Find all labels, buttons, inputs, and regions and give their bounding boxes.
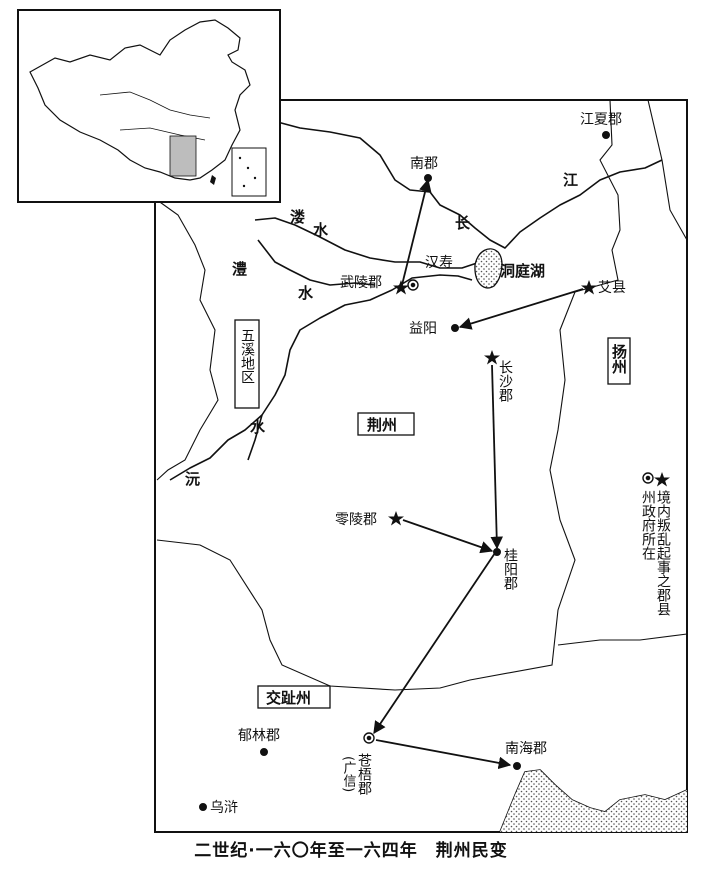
aixian-star-icon xyxy=(581,280,597,295)
legend-capital-text: 州政府所在 xyxy=(640,490,656,560)
label-changsha: 长沙郡 xyxy=(497,360,513,402)
label-jingzhou: 荆州 xyxy=(367,416,397,434)
arrow-changsha-to-guiyang xyxy=(490,364,503,550)
rivers xyxy=(169,119,688,833)
label-jiang: 江 xyxy=(563,171,578,189)
lingling-star-icon xyxy=(388,511,404,526)
label-aixian: 艾县 xyxy=(598,280,626,296)
arrow-cangwu-to-nanhai xyxy=(375,739,512,770)
label-cangwu-note: (广信) xyxy=(341,756,357,792)
arrow-guiyang-to-cangwu xyxy=(373,552,496,735)
map-caption: 二世纪·一六〇年至一六四年 荆州民变 xyxy=(194,841,508,861)
arrow-aixian-to-yiyang xyxy=(458,288,584,330)
inset-china-map xyxy=(17,9,281,203)
place-symbols xyxy=(199,131,654,811)
label-yangzhou: 扬州 xyxy=(610,343,628,375)
label-dongting: 洞庭湖 xyxy=(500,262,545,280)
yangzhou-box xyxy=(607,337,631,385)
jingzhou-box xyxy=(357,412,415,436)
inset-highlight xyxy=(169,135,197,177)
nanjun-dot xyxy=(424,174,432,182)
label-yulin: 郁林郡 xyxy=(238,728,280,744)
coast-shading xyxy=(500,770,687,832)
jiangxia-dot xyxy=(602,131,610,139)
nanhai-dot xyxy=(513,762,521,770)
guiyang-dot xyxy=(493,548,501,556)
label-nanjun: 南郡 xyxy=(410,156,438,172)
wuxi-box xyxy=(234,319,260,409)
rebellion-arrows xyxy=(373,178,584,770)
label-yuan-1: 沅 xyxy=(185,470,200,488)
dongting-lake xyxy=(474,248,503,289)
map-frame xyxy=(154,99,688,833)
province-boundaries xyxy=(156,99,688,691)
yiyang-dot xyxy=(451,324,459,332)
label-jiaozhi: 交趾州 xyxy=(266,689,311,707)
arrow-lingling-to-guiyang xyxy=(402,519,494,554)
label-li-1: 澧 xyxy=(232,260,247,278)
label-yuan-2: 水 xyxy=(250,418,266,436)
label-yiyang: 益阳 xyxy=(409,321,437,337)
label-hanshou: 汉寿 xyxy=(425,254,453,271)
yulin-dot xyxy=(260,748,268,756)
changsha-star-icon xyxy=(484,350,500,365)
label-wuling: 武陵郡 xyxy=(340,275,382,291)
label-lou-1: 溇 xyxy=(290,208,305,226)
label-wuhu: 乌浒 xyxy=(210,800,238,816)
legend-rebellion-text: 境内叛乱起事之郡县 xyxy=(655,490,671,616)
label-guiyang: 桂阳郡 xyxy=(502,548,518,590)
label-cangwu: 苍梧郡 xyxy=(356,753,372,795)
label-lou-2: 水 xyxy=(313,221,329,239)
wuhu-dot xyxy=(199,803,207,811)
wuling-star-icon xyxy=(393,280,409,295)
label-li-2: 水 xyxy=(298,284,314,302)
label-lingling: 零陵郡 xyxy=(335,512,377,528)
arrow-wuling-to-nanjun xyxy=(401,178,432,286)
jiaozhi-box xyxy=(257,685,331,709)
label-wuxi: 五溪地区 xyxy=(239,328,255,384)
label-nanhai: 南海郡 xyxy=(505,741,547,757)
rebellion-stars xyxy=(388,280,670,526)
label-chang: 长 xyxy=(455,214,471,232)
label-jiangxia: 江夏郡 xyxy=(580,112,622,128)
legend-star-icon xyxy=(654,472,670,487)
